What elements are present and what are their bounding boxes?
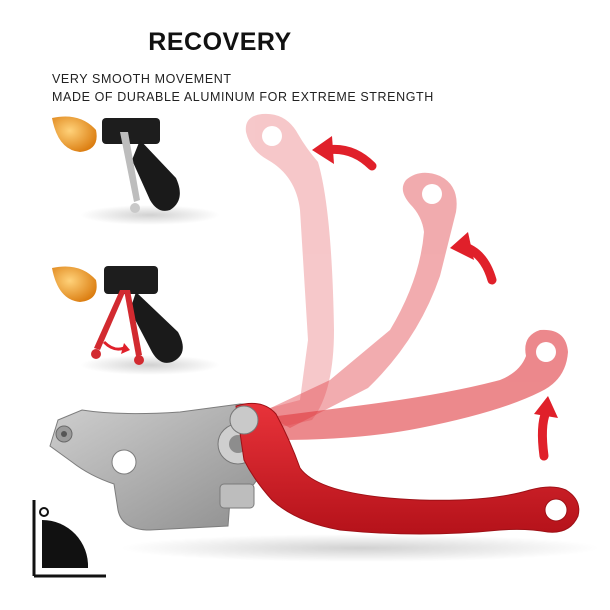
curved-arrow-icon: [450, 232, 497, 285]
thumbnail-normal-lever: [52, 116, 220, 225]
turn-signal-icon: [52, 266, 97, 302]
curved-arrow-icon: [312, 136, 377, 171]
quarter-circle-angle-icon: [32, 500, 106, 578]
feature-line-smooth: VERY SMOOTH MOVEMENT: [52, 72, 232, 86]
brake-lever-red: [229, 402, 580, 535]
lever-bracket: [49, 403, 267, 531]
curved-arrow-icon: [534, 396, 558, 461]
ghost-lever-mid: [262, 172, 457, 428]
thumbnail-bent-lever: [52, 266, 220, 375]
ghost-lever-low: [262, 329, 568, 440]
ghost-lever-high: [245, 113, 334, 430]
grip-icon: [132, 140, 180, 211]
turn-signal-icon: [52, 116, 97, 152]
feature-line-aluminum: MADE OF DURABLE ALUMINUM FOR EXTREME STR…: [52, 90, 434, 104]
page-title: RECOVERY: [148, 28, 292, 56]
grip-icon: [130, 292, 183, 363]
curved-arrow-icon: [102, 340, 125, 351]
